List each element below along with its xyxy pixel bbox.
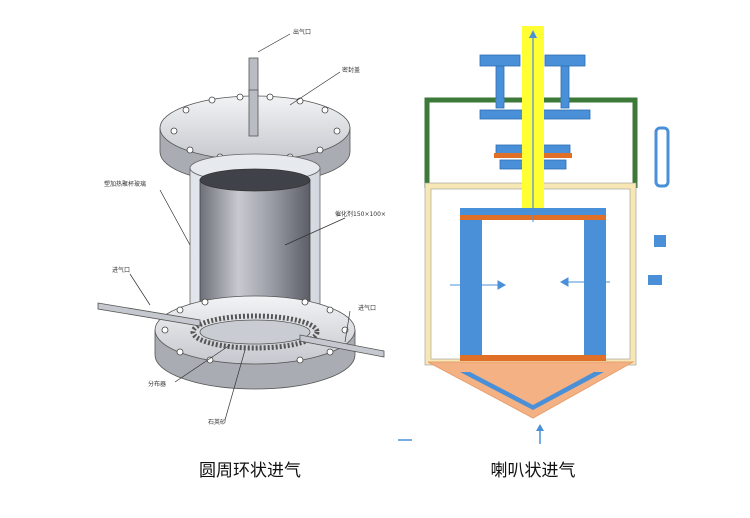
distributor-ring	[190, 313, 320, 351]
label-top-cover: 密封盖	[342, 66, 360, 74]
inlet-pipe-right	[299, 334, 385, 358]
inlet-arrow	[536, 424, 544, 431]
label-inlet-left: 进气口	[112, 266, 130, 274]
edge-shape-3	[648, 275, 662, 285]
flow-arrows	[450, 207, 610, 290]
label-inlet-right: 进气口	[358, 304, 376, 312]
inlet-pipe-left	[97, 302, 201, 327]
edge-shape-2	[654, 235, 666, 247]
right-caption: 喇叭状进气	[490, 461, 576, 481]
label-distributor: 分布器	[148, 380, 166, 388]
label-quartz-sand: 石英砂	[208, 418, 226, 426]
label-plexiglass-tube: 塑加热聚杯玻璃	[104, 180, 146, 188]
basket-bottom-gasket	[460, 355, 606, 361]
left-caption: 圆周环状进气	[199, 461, 301, 481]
label-catalyst: 催化剂150×100×	[335, 210, 386, 218]
leader-lines	[129, 33, 351, 421]
bottom-flange-bolts	[161, 298, 349, 364]
label-outlet: 出气口	[293, 28, 311, 36]
edge-shape-1	[654, 126, 670, 188]
basket-left-wall	[460, 216, 482, 359]
basket-right-wall	[584, 216, 606, 359]
